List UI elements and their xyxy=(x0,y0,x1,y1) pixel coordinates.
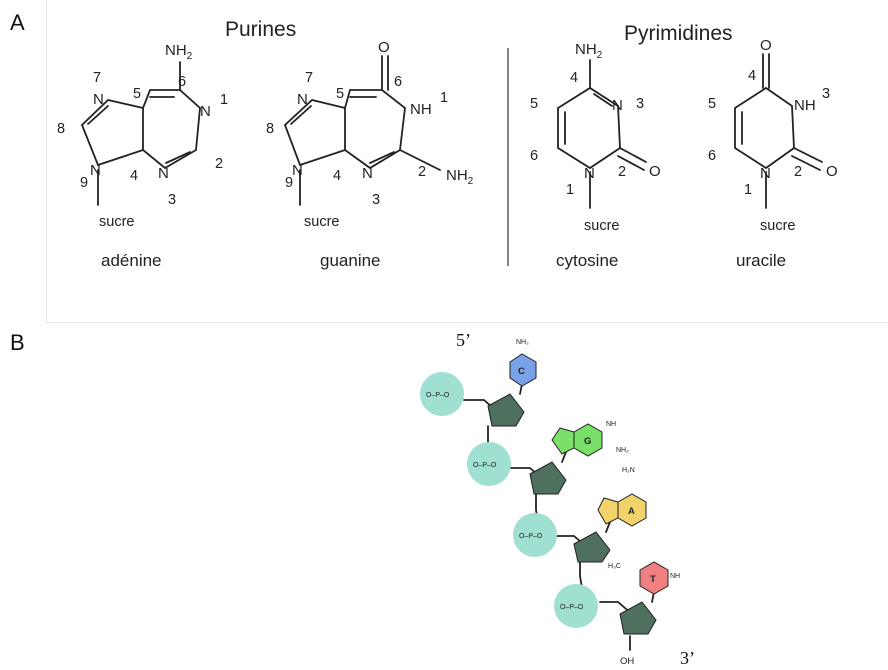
guanine-n7: N xyxy=(297,91,308,108)
base-g-letter: G xyxy=(584,436,591,447)
svg-text:1: 1 xyxy=(220,92,228,108)
phosphate-4: O–P–O xyxy=(554,584,598,628)
cytosine-n1: N xyxy=(584,165,595,182)
svg-text:7: 7 xyxy=(93,70,101,86)
guanine-n9: N xyxy=(292,162,303,179)
uracil-n1: N xyxy=(760,165,771,182)
uracil-nh3: NH xyxy=(794,97,816,114)
guanine-structure: O NH N N N NH2 1 2 3 4 5 6 7 8 9 sucre g… xyxy=(266,39,474,270)
panel-a-frame xyxy=(46,0,888,323)
svg-text:4: 4 xyxy=(130,168,138,184)
base-guanine: G NH NH₂ xyxy=(551,421,629,463)
phosphate-2: O–P–O xyxy=(467,442,511,486)
uracil-o4: O xyxy=(760,37,772,54)
svg-text:3: 3 xyxy=(636,96,644,112)
base-a-letter: A xyxy=(628,506,635,517)
adenine-n1: N xyxy=(200,103,211,120)
phosphate-3: O–P–O xyxy=(513,513,557,557)
svg-text:6: 6 xyxy=(178,74,186,90)
svg-text:O–P–O: O–P–O xyxy=(473,462,497,469)
svg-text:1: 1 xyxy=(566,182,574,198)
svg-text:8: 8 xyxy=(57,121,65,137)
svg-text:3: 3 xyxy=(822,86,830,102)
uracil-sugar-label: sucre xyxy=(760,218,795,234)
svg-text:7: 7 xyxy=(305,70,313,86)
svg-text:5: 5 xyxy=(708,96,716,112)
adenine-n9: N xyxy=(90,162,101,179)
uracil-o2: O xyxy=(826,163,838,180)
svg-text:6: 6 xyxy=(708,148,716,164)
svg-text:3: 3 xyxy=(168,192,176,208)
sugar-2 xyxy=(529,461,567,495)
adenine-structure: NH2 N N N N 1 2 3 4 5 6 7 8 9 sucre adén… xyxy=(57,42,228,270)
base-t-letter: T xyxy=(650,574,656,585)
svg-text:5: 5 xyxy=(133,86,141,102)
svg-text:4: 4 xyxy=(748,68,756,84)
five-prime-label: 5’ xyxy=(456,330,471,350)
cytosine-o: O xyxy=(649,163,661,180)
uracil-structure: O NH N O 3 1 2 4 5 6 sucre uracile xyxy=(708,37,838,270)
svg-text:O–P–O: O–P–O xyxy=(519,533,543,540)
guanine-n3: N xyxy=(362,165,373,182)
base-cytosine: C NH₂ xyxy=(509,339,537,395)
svg-text:3: 3 xyxy=(372,192,380,208)
cytosine-n3: N xyxy=(612,97,623,114)
uracil-name: uracile xyxy=(736,251,786,270)
svg-text:2: 2 xyxy=(418,164,426,180)
svg-text:4: 4 xyxy=(570,70,578,86)
svg-text:H₂N: H₂N xyxy=(622,467,635,474)
svg-text:2: 2 xyxy=(215,156,223,172)
sugar-3 xyxy=(573,531,611,563)
cytosine-name: cytosine xyxy=(556,251,618,270)
adenine-nh2: NH2 xyxy=(165,42,193,62)
panel-a-label: A xyxy=(10,10,25,35)
svg-text:4: 4 xyxy=(333,168,341,184)
svg-text:2: 2 xyxy=(794,164,802,180)
svg-text:6: 6 xyxy=(530,148,538,164)
cytosine-structure: NH2 N N O 1 2 3 4 5 6 sucre cytosine xyxy=(530,41,661,270)
guanine-sugar-label: sucre xyxy=(304,214,339,230)
svg-text:1: 1 xyxy=(440,90,448,106)
svg-text:NH₂: NH₂ xyxy=(616,447,629,454)
svg-text:5: 5 xyxy=(336,86,344,102)
sugar-4 xyxy=(619,601,657,635)
adenine-name: adénine xyxy=(101,251,162,270)
svg-text:NH: NH xyxy=(670,573,680,580)
guanine-nh2: NH2 xyxy=(446,167,474,187)
base-thymine: T H₃C NH xyxy=(608,561,680,603)
svg-text:9: 9 xyxy=(80,175,88,191)
guanine-name: guanine xyxy=(320,251,381,270)
svg-text:NH: NH xyxy=(606,421,616,428)
svg-text:1: 1 xyxy=(744,182,752,198)
panel-b-diagram: 5’ 3’ O–P–O O–P–O O–P–O O–P–O OH C NH₂ xyxy=(420,330,695,668)
adenine-n3: N xyxy=(158,165,169,182)
svg-text:8: 8 xyxy=(266,121,274,137)
guanine-o: O xyxy=(378,39,390,56)
oh-label: OH xyxy=(620,656,634,667)
svg-text:2: 2 xyxy=(618,164,626,180)
guanine-nh1: NH xyxy=(410,101,432,118)
methyl-label: H₃C xyxy=(608,563,621,570)
sugar-1 xyxy=(487,393,525,427)
adenine-sugar-label: sucre xyxy=(99,214,134,230)
cytosine-sugar-label: sucre xyxy=(584,218,619,234)
base-adenine: A H₂N xyxy=(597,467,647,533)
panel-a-diagram: Purines Pyrimidines NH2 N N N N 1 2 3 4 … xyxy=(57,18,838,270)
svg-text:NH₂: NH₂ xyxy=(516,339,529,346)
svg-text:6: 6 xyxy=(394,74,402,90)
svg-text:O–P–O: O–P–O xyxy=(560,604,584,611)
adenine-n7: N xyxy=(93,91,104,108)
svg-text:O–P–O: O–P–O xyxy=(426,392,450,399)
phosphate-1: O–P–O xyxy=(420,372,464,416)
panel-b-label: B xyxy=(10,330,25,355)
three-prime-label: 3’ xyxy=(680,648,695,668)
svg-text:5: 5 xyxy=(530,96,538,112)
pyrimidines-title: Pyrimidines xyxy=(624,22,733,45)
cytosine-nh2: NH2 xyxy=(575,41,603,61)
base-c-letter: C xyxy=(518,366,525,377)
svg-text:9: 9 xyxy=(285,175,293,191)
purines-title: Purines xyxy=(225,18,296,41)
